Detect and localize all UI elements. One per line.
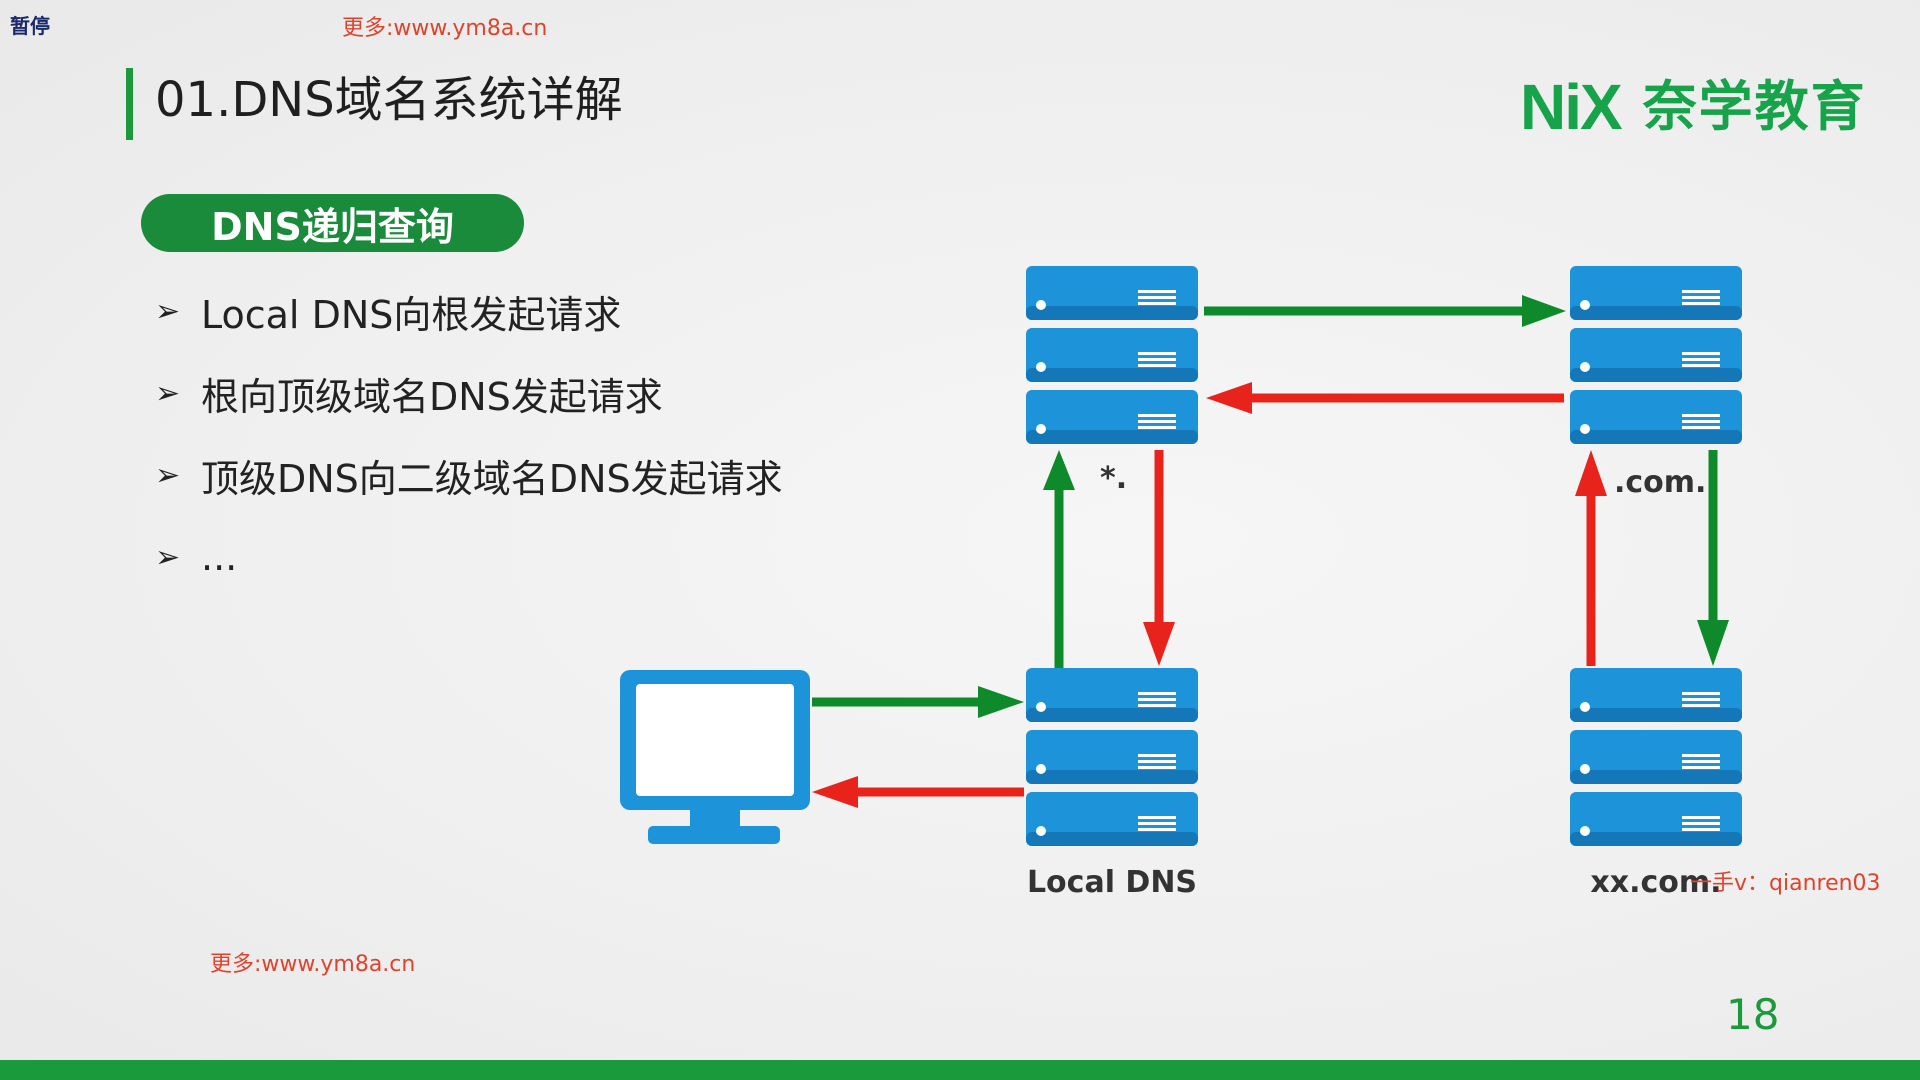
watermark-contact: 一手v：qianren03 <box>1690 871 1881 896</box>
bullet-item: ➢... <box>155 516 783 598</box>
bullet-list: ➢ Local DNS向根发起请求 ➢ 根向顶级域名DNS发起请求 ➢ 顶级DNS向二… <box>155 270 783 598</box>
bullet-arrow-icon: ➢ <box>155 293 181 329</box>
brand-logo: NiX 奈学教育 <box>1520 72 1867 142</box>
watermark-bottom: 更多:www.ym8a.cn <box>210 952 416 977</box>
title-accent-bar <box>126 68 133 140</box>
response-arrow-root-to-local <box>1143 450 1175 666</box>
bullet-item: ➢ Local DNS向根发起请求 <box>155 270 783 352</box>
section-label: DNS递归查询 <box>141 194 524 252</box>
com-server-label: .com. <box>1614 465 1706 500</box>
bullet-item: ➢ 顶级DNS向二级域名DNS发起请求 <box>155 434 783 516</box>
local-dns-server <box>1026 668 1198 846</box>
logo-text: 奈学教育 <box>1642 75 1867 138</box>
root-server-label: *. <box>1100 461 1127 496</box>
xx-com-label: xx.com. <box>1590 865 1721 900</box>
bullet-arrow-icon: ➢ <box>155 539 181 575</box>
bullet-text: Local DNS向根发起请求 <box>201 292 622 337</box>
bullet-text: ... <box>201 535 238 579</box>
logo-mark: NiX <box>1520 71 1623 143</box>
page-title: 01.DNS域名系统详解 <box>155 72 623 128</box>
page-number: 18 <box>1726 990 1780 1039</box>
root-dns-server <box>1026 266 1198 444</box>
watermark-top: 更多:www.ym8a.cn <box>342 16 548 41</box>
bullet-item: ➢ 根向顶级域名DNS发起请求 <box>155 352 783 434</box>
response-arrow-local-to-client <box>812 776 1024 808</box>
local-dns-label: Local DNS <box>1027 865 1197 900</box>
request-arrow-client-to-local <box>812 686 1024 718</box>
response-arrow-com-to-root <box>1206 382 1564 414</box>
bullet-arrow-icon: ➢ <box>155 375 181 411</box>
bullet-arrow-icon: ➢ <box>155 457 181 493</box>
footer-accent-bar <box>0 1060 1920 1080</box>
xx-com-dns-server <box>1570 668 1742 846</box>
request-arrow-com-to-xx <box>1697 450 1729 666</box>
client-computer-icon <box>620 670 810 844</box>
bullet-text: 顶级DNS向二级域名DNS发起请求 <box>201 456 783 501</box>
request-arrow-local-to-root <box>1043 450 1075 668</box>
com-dns-server <box>1570 266 1742 444</box>
bullet-text: 根向顶级域名DNS发起请求 <box>201 374 663 419</box>
response-arrow-xx-to-com <box>1575 450 1607 666</box>
pause-label[interactable]: 暂停 <box>10 14 50 38</box>
request-arrow-root-to-com <box>1204 295 1566 327</box>
